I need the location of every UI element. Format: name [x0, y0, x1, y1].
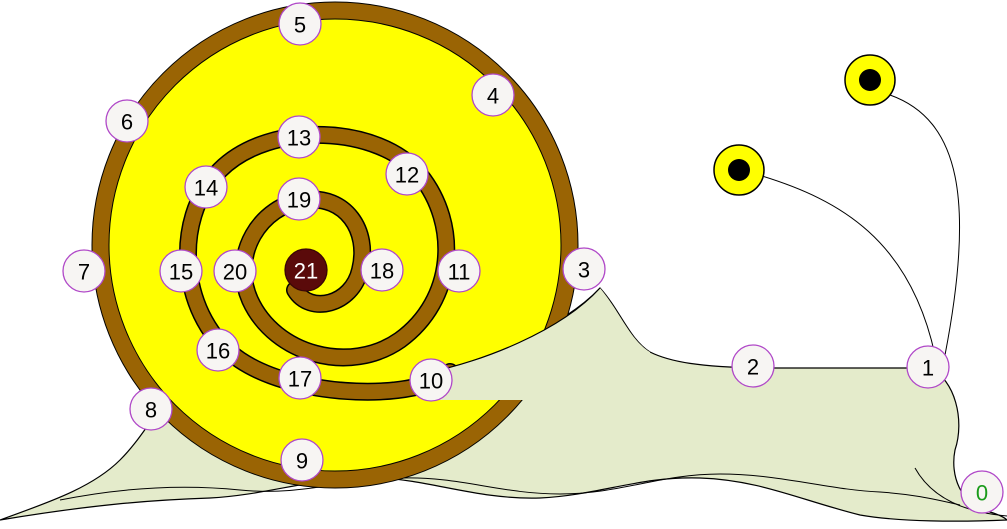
- dot-label: 18: [370, 259, 394, 284]
- antenna-left: [761, 175, 936, 356]
- dot-circle[interactable]: [409, 358, 453, 402]
- dot-circle[interactable]: [159, 249, 203, 293]
- dot-label: 15: [169, 260, 193, 285]
- dot-circle[interactable]: [280, 438, 324, 482]
- dot-label: 0: [976, 481, 988, 506]
- dot-label: 13: [287, 126, 311, 151]
- dot-circle[interactable]: [278, 356, 322, 400]
- dot-circle[interactable]: [471, 73, 515, 117]
- dot-12[interactable]: 12: [385, 152, 429, 196]
- dot-circle[interactable]: [213, 249, 257, 293]
- dot-label: 3: [578, 258, 590, 283]
- dot-label: 19: [287, 188, 311, 213]
- dot-label: 4: [487, 84, 499, 109]
- pupil-right-icon: [859, 69, 881, 91]
- dot-1[interactable]: 1: [906, 345, 950, 389]
- dot-circle[interactable]: [62, 249, 106, 293]
- dot-14[interactable]: 14: [184, 165, 228, 209]
- dot-circle[interactable]: [960, 470, 1004, 514]
- dot-17[interactable]: 17: [278, 356, 322, 400]
- foot-wave: [59, 473, 961, 506]
- dot-circle[interactable]: [277, 115, 321, 159]
- dot-16[interactable]: 16: [196, 328, 240, 372]
- dot-11[interactable]: 11: [437, 249, 481, 293]
- dot-7[interactable]: 7: [62, 249, 106, 293]
- dot-circle[interactable]: [906, 345, 950, 389]
- dot-3[interactable]: 3: [562, 247, 606, 291]
- dot-label: 16: [206, 339, 230, 364]
- dot-label: 7: [78, 260, 90, 285]
- dot-label: 20: [223, 260, 247, 285]
- dot-4[interactable]: 4: [471, 73, 515, 117]
- dot-18[interactable]: 18: [360, 248, 404, 292]
- dot-20[interactable]: 20: [213, 249, 257, 293]
- dot-label: 17: [288, 367, 312, 392]
- dot-label: 11: [448, 260, 471, 285]
- dot-13[interactable]: 13: [277, 115, 321, 159]
- dot-label: 12: [395, 163, 419, 188]
- dot-circle[interactable]: [731, 344, 775, 388]
- dot-label: 1: [922, 356, 934, 381]
- dot-circle[interactable]: [385, 152, 429, 196]
- dot-circle[interactable]: [284, 248, 328, 292]
- dot-15[interactable]: 15: [159, 249, 203, 293]
- dot-label: 2: [747, 355, 759, 380]
- dot-10[interactable]: 10: [409, 358, 453, 402]
- dot-0[interactable]: 0: [960, 470, 1004, 514]
- dot-2[interactable]: 2: [731, 344, 775, 388]
- dot-label: 8: [145, 398, 157, 423]
- dot-circle[interactable]: [129, 387, 173, 431]
- dot-circle[interactable]: [184, 165, 228, 209]
- dot-circle[interactable]: [105, 99, 149, 143]
- dot-label: 10: [419, 369, 443, 394]
- dot-label: 6: [121, 110, 133, 135]
- dot-9[interactable]: 9: [280, 438, 324, 482]
- dot-circle[interactable]: [437, 249, 481, 293]
- dot-label: 21: [294, 259, 318, 284]
- dot-label: 9: [296, 449, 308, 474]
- dot-circle[interactable]: [277, 177, 321, 221]
- dot-circle[interactable]: [562, 247, 606, 291]
- dot-label: 5: [294, 13, 306, 38]
- dot-circle[interactable]: [196, 328, 240, 372]
- dot-5[interactable]: 5: [278, 2, 322, 46]
- pupil-left-icon: [728, 159, 750, 181]
- dot-6[interactable]: 6: [105, 99, 149, 143]
- dot-19[interactable]: 19: [277, 177, 321, 221]
- dot-circle[interactable]: [360, 248, 404, 292]
- antenna-right: [889, 94, 961, 356]
- dot-label: 14: [194, 176, 218, 201]
- head-line: [914, 467, 1007, 517]
- dot-8[interactable]: 8: [129, 387, 173, 431]
- dot-circle[interactable]: [278, 2, 322, 46]
- dot-21[interactable]: 21: [284, 248, 328, 292]
